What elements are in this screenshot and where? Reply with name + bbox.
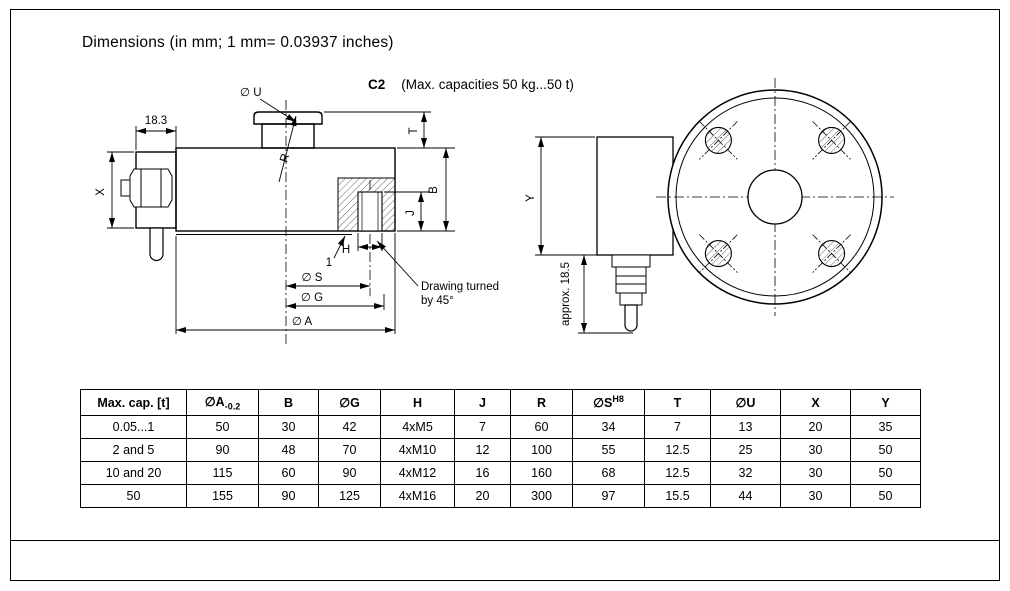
table-cell: 7: [644, 415, 711, 439]
capacity-note: (Max. capacities 50 kg...50 t): [401, 77, 574, 92]
model-caption: C2 (Max. capacities 50 kg...50 t): [368, 77, 574, 92]
table-header-row: Max. cap. [t] ∅A-0.2 B ∅G H J R ∅SH8 T ∅…: [80, 389, 921, 416]
table-cell: 100: [510, 438, 573, 462]
table-cell: 7: [454, 415, 511, 439]
col-header-dia-s: ∅SH8: [572, 389, 645, 416]
page-title: Dimensions (in mm; 1 mm= 0.03937 inches): [82, 34, 394, 51]
table-row: 50 155 90 125 4xM16 20 300 97 15.5 44 30…: [80, 484, 921, 508]
col-header-h: H: [380, 389, 455, 416]
table-cell: 55: [572, 438, 645, 462]
table-row: 10 and 20 115 60 90 4xM12 16 160 68 12.5…: [80, 461, 921, 485]
table-cell: 2 and 5: [80, 438, 187, 462]
table-row: 0.05...1 50 30 42 4xM5 7 60 34 7 13 20 3…: [80, 415, 921, 439]
col-header-j: J: [454, 389, 511, 416]
table-cell: 25: [710, 438, 781, 462]
table-cell: 48: [258, 438, 319, 462]
col-header-y: Y: [850, 389, 921, 416]
table-cell: 50: [80, 484, 187, 508]
table-cell: 34: [572, 415, 645, 439]
footer-divider: [10, 540, 1000, 541]
table-cell: 4xM12: [380, 461, 455, 485]
table-cell: 125: [318, 484, 381, 508]
table-cell: 15.5: [644, 484, 711, 508]
page-border: [10, 9, 1000, 581]
table-cell: 115: [186, 461, 259, 485]
table-cell: 90: [318, 461, 381, 485]
table-cell: 155: [186, 484, 259, 508]
table-cell: 68: [572, 461, 645, 485]
table-cell: 12: [454, 438, 511, 462]
col-header-dia-u: ∅U: [710, 389, 781, 416]
table-cell: 44: [710, 484, 781, 508]
table-cell: 4xM5: [380, 415, 455, 439]
table-cell: 30: [780, 484, 851, 508]
table-cell: 30: [258, 415, 319, 439]
table-cell: 160: [510, 461, 573, 485]
table-cell: 16: [454, 461, 511, 485]
table-cell: 0.05...1: [80, 415, 187, 439]
table-cell: 90: [186, 438, 259, 462]
table-cell: 90: [258, 484, 319, 508]
table-cell: 4xM16: [380, 484, 455, 508]
table-cell: 300: [510, 484, 573, 508]
table-cell: 60: [258, 461, 319, 485]
dimensions-table: Max. cap. [t] ∅A-0.2 B ∅G H J R ∅SH8 T ∅…: [80, 389, 921, 508]
table-cell: 20: [454, 484, 511, 508]
table-row: 2 and 5 90 48 70 4xM10 12 100 55 12.5 25…: [80, 438, 921, 462]
col-header-x: X: [780, 389, 851, 416]
product-model: C2: [368, 77, 386, 92]
col-header-dia-g: ∅G: [318, 389, 381, 416]
table-cell: 30: [780, 461, 851, 485]
table-cell: 12.5: [644, 461, 711, 485]
table-cell: 50: [850, 438, 921, 462]
col-header-dia-a: ∅A-0.2: [186, 389, 259, 416]
table-cell: 30: [780, 438, 851, 462]
table-cell: 12.5: [644, 438, 711, 462]
table-cell: 20: [780, 415, 851, 439]
col-header-b: B: [258, 389, 319, 416]
col-header-max-cap: Max. cap. [t]: [80, 389, 187, 416]
table-cell: 10 and 20: [80, 461, 187, 485]
table-cell: 35: [850, 415, 921, 439]
table-cell: 60: [510, 415, 573, 439]
table-cell: 50: [186, 415, 259, 439]
table-cell: 97: [572, 484, 645, 508]
table-cell: 4xM10: [380, 438, 455, 462]
table-cell: 13: [710, 415, 781, 439]
table-cell: 32: [710, 461, 781, 485]
table-cell: 42: [318, 415, 381, 439]
col-header-r: R: [510, 389, 573, 416]
table-cell: 50: [850, 484, 921, 508]
table-cell: 50: [850, 461, 921, 485]
col-header-t: T: [644, 389, 711, 416]
table-cell: 70: [318, 438, 381, 462]
